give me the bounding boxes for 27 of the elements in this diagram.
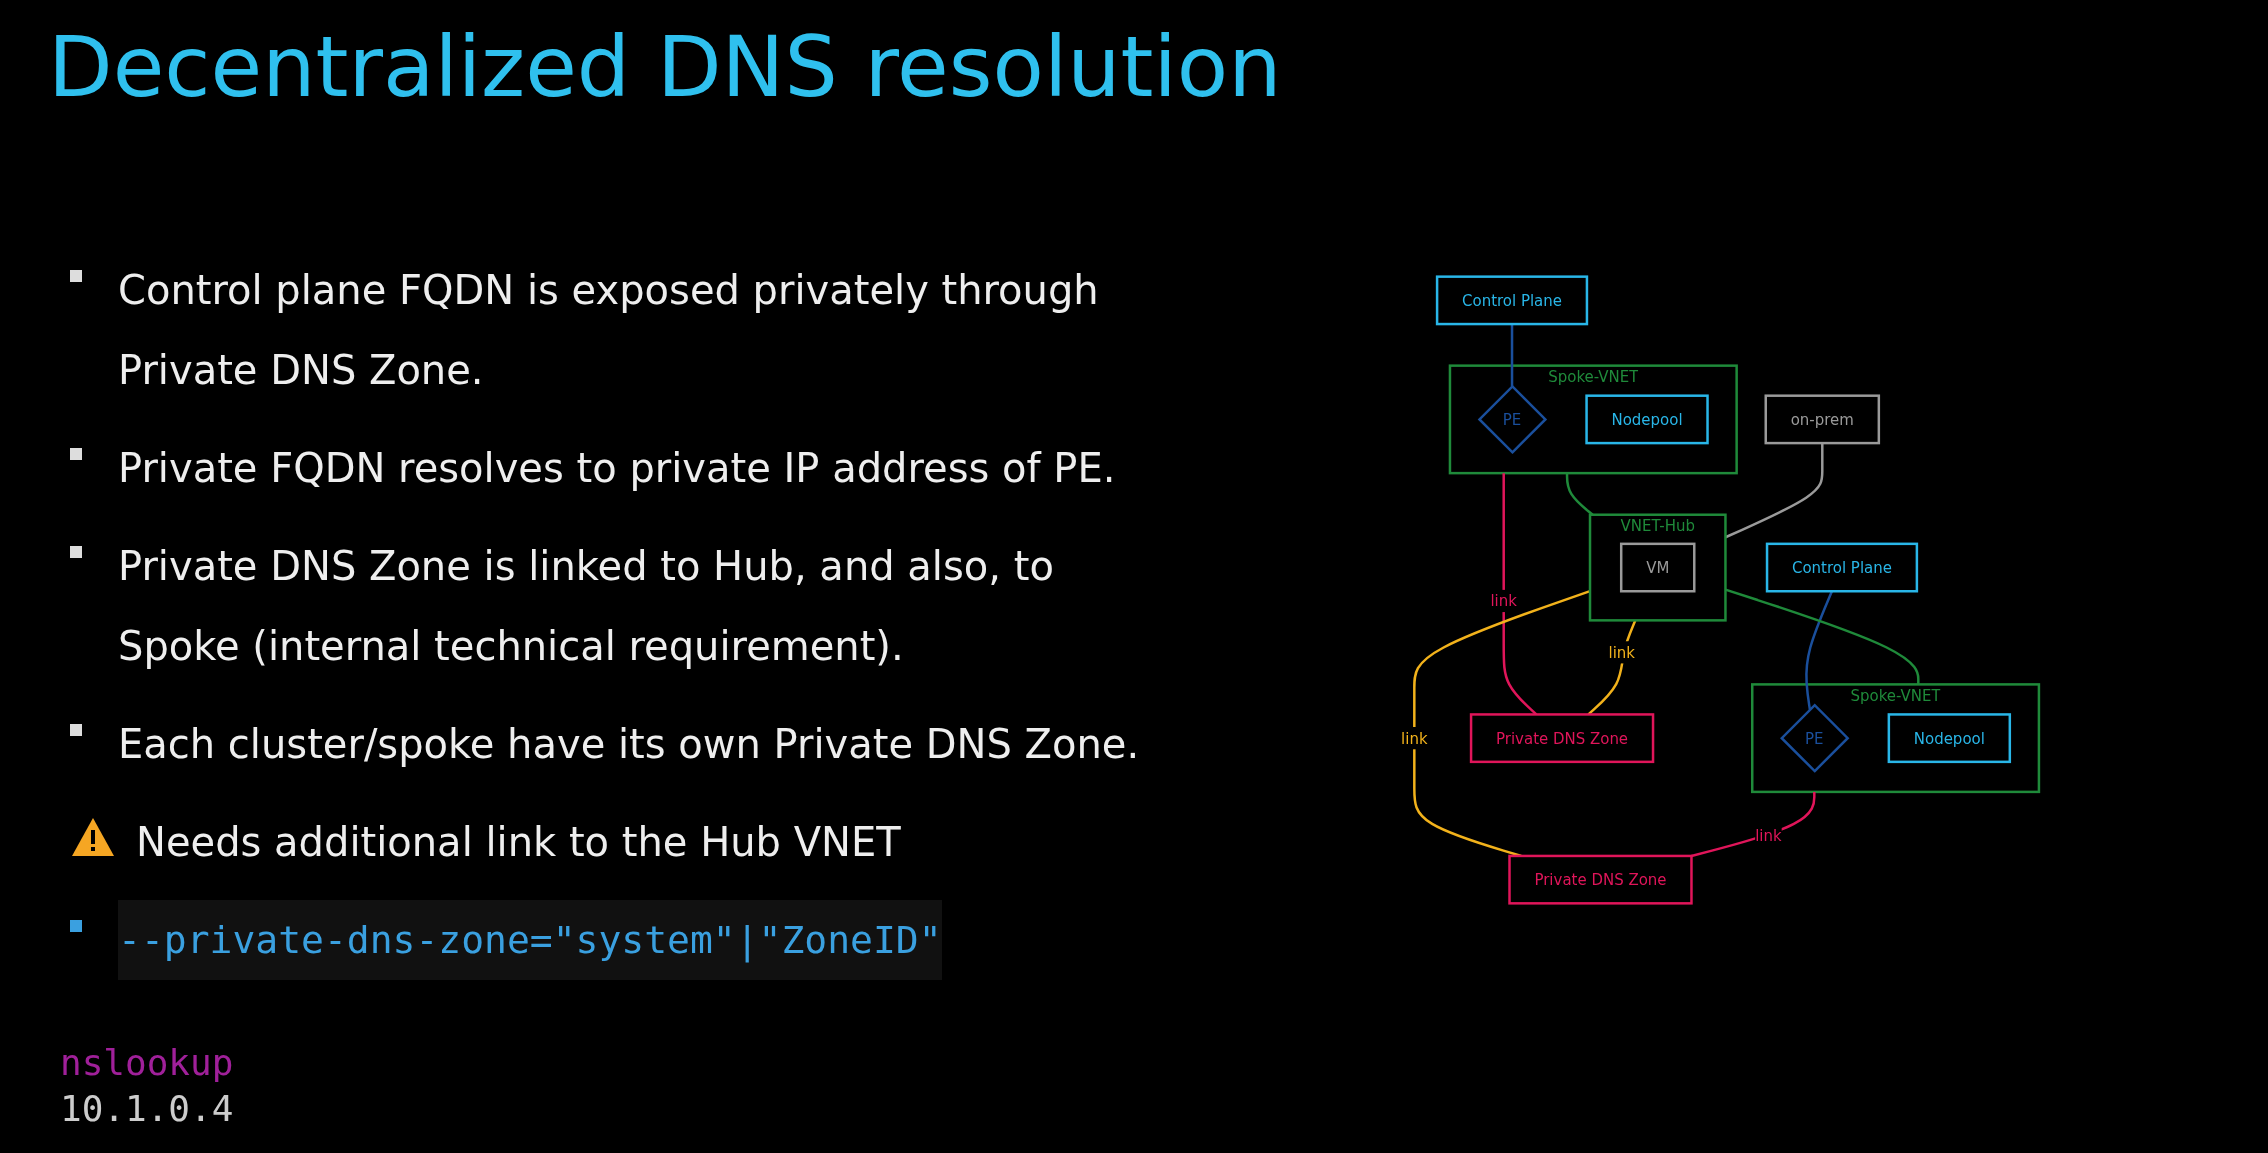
edge-label: link <box>1608 643 1635 662</box>
edge-label: link <box>1401 729 1428 747</box>
connector <box>1725 588 1920 685</box>
code-text: --private-dns-zone="system"|"ZoneID" <box>118 900 942 980</box>
connector <box>1565 473 1594 516</box>
node-box: Nodepool <box>1585 394 1709 445</box>
node-box: on-prem <box>1764 394 1881 445</box>
node-box: VM <box>1619 542 1696 593</box>
node-box: Control Plane <box>1435 275 1589 326</box>
edge-label: link <box>1490 592 1517 610</box>
node-diamond: PE <box>1477 384 1548 455</box>
connector <box>1510 324 1514 387</box>
node-box: Control Plane <box>1765 542 1919 593</box>
node-box: Private DNS Zone <box>1469 713 1655 764</box>
node-box: Nodepool <box>1887 713 2012 764</box>
connector <box>1691 791 1816 858</box>
node-box: Private DNS Zone <box>1508 854 1693 905</box>
bullet-text: Control plane FQDN is exposed privately through Private DNS Zone. <box>118 266 1100 395</box>
bullet-text: Private DNS Zone is linked to Hub, and also, to Spoke (internal technical requirement). <box>118 542 1055 671</box>
output-text: 10.1.0.4 <box>60 1087 234 1131</box>
bullet-text: Each cluster/spoke have its own Private DNS Zone. <box>118 720 1140 769</box>
slide-title: Decentralized DNS resolution <box>48 18 1282 116</box>
bullet-text: Private FQDN resolves to private IP address of PE. <box>118 444 1116 493</box>
edge-label: link <box>1755 827 1782 845</box>
bullet-text: Needs additional link to the Hub VNET <box>136 818 901 867</box>
node-diamond: PE <box>1780 703 1850 773</box>
command-text: nslookup <box>60 1041 234 1085</box>
